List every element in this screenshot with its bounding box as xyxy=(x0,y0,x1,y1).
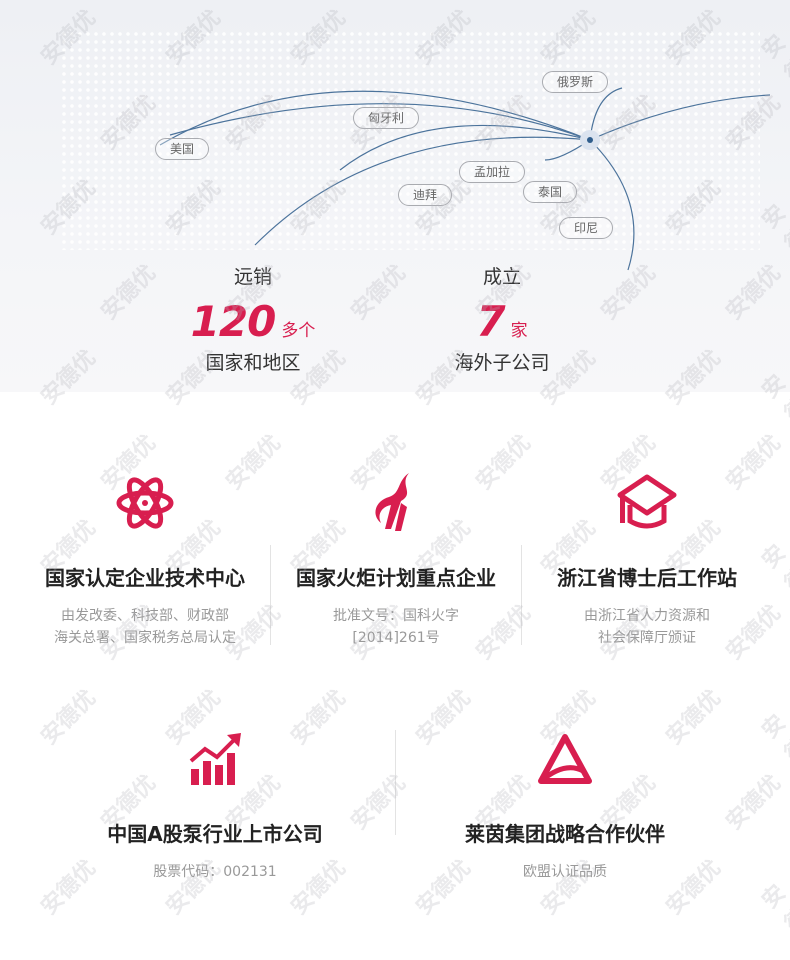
honor-desc-line: 由浙江省人力资源和 xyxy=(584,608,710,624)
honor-title: 国家火炬计划重点企业 xyxy=(296,566,496,590)
triangle-logo-icon xyxy=(440,724,690,794)
connection-arcs xyxy=(159,87,771,271)
stat-unit: 多个 xyxy=(281,321,316,341)
world-map-dots xyxy=(60,30,760,250)
honor-tech-center: 国家认定企业技术中心 由发改委、科技部、财政部海关总署、国家税务总局认定 xyxy=(20,468,270,649)
honor-listed-company: 中国A股泵行业上市公司 股票代码：002131 xyxy=(90,724,340,883)
growth-chart-icon xyxy=(90,724,340,794)
honor-title: 中国A股泵行业上市公司 xyxy=(107,822,323,846)
stat-label: 成立 xyxy=(482,266,521,288)
map-tag-dubai: 迪拜 xyxy=(398,184,453,206)
torch-icon xyxy=(271,468,521,538)
honor-title: 浙江省博士后工作站 xyxy=(557,566,737,590)
divider xyxy=(270,545,271,645)
divider xyxy=(395,730,396,835)
stat-number: 120 xyxy=(190,297,277,346)
watermark-text: 安德优 xyxy=(757,880,790,937)
honor-desc-line: 欧盟认证品质 xyxy=(523,864,607,880)
honor-desc-line: 社会保障厅颁证 xyxy=(598,630,696,646)
watermark-text: 安德优 xyxy=(721,770,787,835)
map-tag-indonesia: 印尼 xyxy=(559,217,614,239)
map-tag-russia: 俄罗斯 xyxy=(542,71,609,93)
honor-desc-line: [2014]261号 xyxy=(352,630,440,646)
stat-sub: 海外子公司 xyxy=(454,352,550,374)
map-tag-thailand: 泰国 xyxy=(523,181,578,203)
watermark-text: 安德优 xyxy=(346,770,412,835)
honor-postdoc-station: 浙江省博士后工作站 由浙江省人力资源和社会保障厅颁证 xyxy=(522,468,772,649)
origin-point xyxy=(587,137,593,143)
watermark-text: 安德优 xyxy=(757,710,790,767)
map-tag-hungary: 匈牙利 xyxy=(353,107,420,129)
stat-number: 7 xyxy=(476,297,505,346)
honor-title: 莱茵集团战略合作伙伴 xyxy=(465,822,665,846)
atom-icon xyxy=(20,468,270,538)
divider xyxy=(521,545,522,645)
honor-desc-line: 股票代码：002131 xyxy=(153,864,277,880)
honor-rheinland-partner: 莱茵集团战略合作伙伴 欧盟认证品质 xyxy=(440,724,690,883)
graduation-cap-icon xyxy=(522,468,772,538)
honor-desc-line: 由发改委、科技部、财政部 xyxy=(61,608,229,624)
stat-unit: 家 xyxy=(510,321,528,341)
map-tag-usa: 美国 xyxy=(155,138,210,160)
stat-sub: 国家和地区 xyxy=(205,352,301,374)
map-tag-bangladesh: 孟加拉 xyxy=(459,161,526,183)
honor-desc-line: 批准文号：国科火字 xyxy=(333,608,459,624)
honor-torch-program: 国家火炬计划重点企业 批准文号：国科火字 [2014]261号 xyxy=(271,468,521,649)
stat-label: 远销 xyxy=(233,266,272,288)
honor-title: 国家认定企业技术中心 xyxy=(45,566,245,590)
honor-desc-line: 海关总署、国家税务总局认定 xyxy=(54,630,236,646)
